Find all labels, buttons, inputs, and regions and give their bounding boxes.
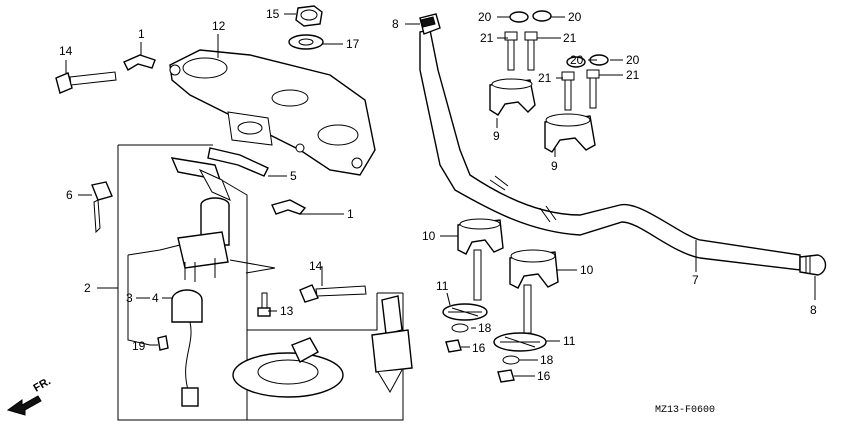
callout-21: 21 <box>563 31 577 45</box>
callout-10: 10 <box>580 263 594 277</box>
callout-14: 14 <box>309 259 323 273</box>
callout-20: 20 <box>626 53 640 67</box>
screw-19 <box>157 335 169 351</box>
direction-label: FR. <box>32 375 53 394</box>
ignition-contact <box>171 289 203 407</box>
holder-upper-left <box>489 78 536 116</box>
clip-1-top <box>123 54 156 71</box>
bar-end-top <box>419 13 441 35</box>
leader-lines <box>65 13 816 377</box>
callout-1: 1 <box>138 27 145 41</box>
callout-11: 11 <box>563 334 576 348</box>
callout-18: 18 <box>478 321 492 335</box>
handlebar <box>419 29 801 271</box>
callout-21: 21 <box>626 68 640 82</box>
callout-8: 8 <box>392 17 399 31</box>
callout-21: 21 <box>480 31 494 45</box>
callout-6: 6 <box>66 188 73 202</box>
bolt-14-top <box>55 71 117 94</box>
callout-5: 5 <box>290 169 297 183</box>
callout-13: 13 <box>280 304 294 318</box>
callout-21: 21 <box>538 71 552 85</box>
callout-16: 16 <box>472 341 486 355</box>
callout-8: 8 <box>810 303 817 317</box>
callout-20: 20 <box>478 10 492 24</box>
stay-5 <box>207 147 269 177</box>
callout-14: 14 <box>59 44 73 58</box>
nut-15 <box>295 5 323 27</box>
bolt-13 <box>257 292 271 317</box>
bolts-21 <box>504 31 600 111</box>
holder-upper-right <box>544 113 596 153</box>
callout-3: 3 <box>126 291 133 305</box>
callout-11: 11 <box>436 279 449 293</box>
holder-lower-right <box>509 249 559 334</box>
callout-9: 9 <box>493 129 500 143</box>
callout-19: 19 <box>132 339 146 353</box>
diagram-code: MZ13-F0600 <box>655 405 715 416</box>
callout-10: 10 <box>422 229 436 243</box>
callout-7: 7 <box>692 273 699 287</box>
callout-2: 2 <box>84 281 91 295</box>
bolt-14-mid <box>299 284 367 303</box>
nuts-16 <box>445 339 515 383</box>
ignition-switch <box>177 197 230 282</box>
top-bridge <box>169 49 376 176</box>
callout-16: 16 <box>537 369 551 383</box>
callout-labels: 8 8 20 20 20 20 21 21 21 21 9 9 10 10 11… <box>59 7 817 383</box>
callout-20: 20 <box>570 53 584 67</box>
fuel-cap-lock <box>232 337 344 398</box>
callout-12: 12 <box>212 19 226 33</box>
key-inserted <box>170 157 231 201</box>
callout-1: 1 <box>347 207 354 221</box>
callout-9: 9 <box>551 159 558 173</box>
key-6 <box>91 181 113 234</box>
callout-17: 17 <box>346 37 360 51</box>
damper-left <box>442 303 488 321</box>
callout-20: 20 <box>568 10 582 24</box>
callout-18: 18 <box>540 353 554 367</box>
washer-17 <box>288 34 324 50</box>
holder-lower-left <box>457 218 504 301</box>
bar-end-right <box>799 254 827 276</box>
caps-20 <box>509 10 609 68</box>
washers-18 <box>451 323 520 365</box>
front-direction-arrow: FR. <box>6 375 53 416</box>
clip-1-mid <box>271 199 307 215</box>
callout-4: 4 <box>152 291 159 305</box>
damper-right <box>493 332 547 352</box>
callout-15: 15 <box>266 7 280 21</box>
seat-lock <box>371 295 413 394</box>
